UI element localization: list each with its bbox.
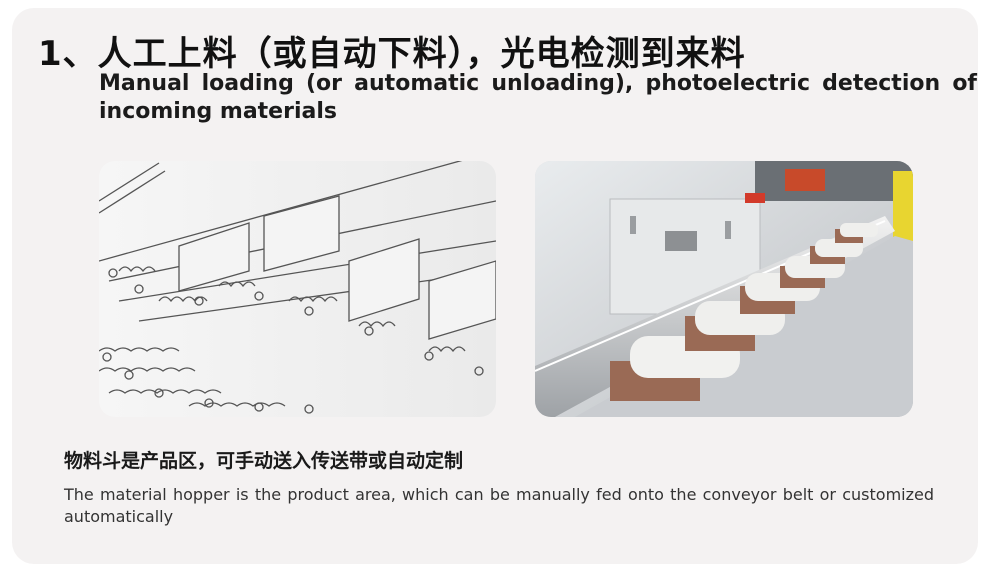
loading-conveyor-photo-image: [535, 161, 913, 417]
page-title-en: Manual loading (or automatic unloading),…: [99, 71, 977, 124]
caption-title-cn: 物料斗是产品区，可手动送入传送带或自动定制: [64, 450, 464, 472]
loading-conveyor-photo-svg: [535, 161, 913, 417]
conveyor-chain-sketch-image: [99, 161, 496, 417]
conveyor-chain-sketch-svg: [99, 161, 496, 414]
page-title-cn: 1、人工上料（或自动下料），光电检测到来料: [38, 34, 746, 74]
caption-text-en: The material hopper is the product area,…: [64, 485, 934, 526]
